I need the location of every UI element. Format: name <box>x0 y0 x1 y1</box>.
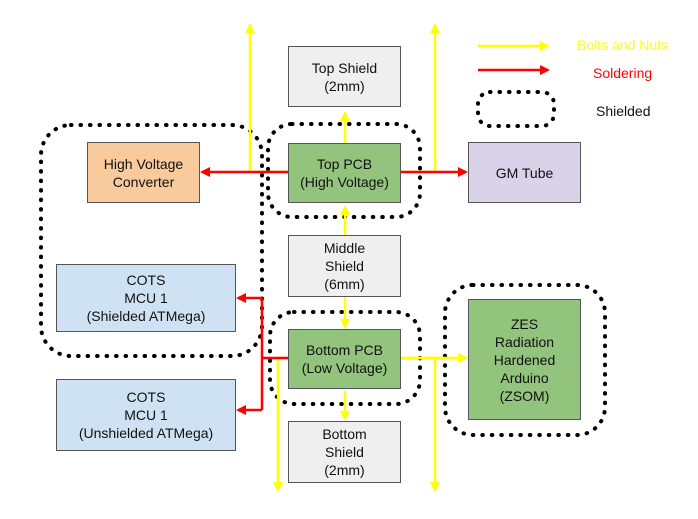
top-pcb-label: Top PCB (High Voltage) <box>300 156 389 190</box>
mcu-shielded-label: COTS MCU 1 (Shielded ATMega) <box>86 272 206 324</box>
middle-shield-label: Middle Shield (6mm) <box>323 240 366 292</box>
shield-region-left <box>39 123 264 358</box>
zes-label: ZES Radiation Hardened Arduino (ZSOM) <box>493 315 556 404</box>
hv-converter-box: High Voltage Converter <box>87 142 200 203</box>
gm-tube-label: GM Tube <box>495 164 554 181</box>
mcu-unshielded-label: COTS MCU 1 (Unshielded ATMega) <box>78 389 214 441</box>
top-shield-box: Top Shield (2mm) <box>288 46 401 107</box>
mcu-unshielded-box: COTS MCU 1 (Unshielded ATMega) <box>56 379 236 451</box>
middle-shield-box: Middle Shield (6mm) <box>288 235 401 297</box>
bottom-shield-label: Bottom Shield (2mm) <box>322 426 367 478</box>
zes-box: ZES Radiation Hardened Arduino (ZSOM) <box>468 299 581 420</box>
hv-converter-label: High Voltage Converter <box>103 155 184 190</box>
mcu-shielded-box: COTS MCU 1 (Shielded ATMega) <box>56 264 236 332</box>
top-pcb-box: Top PCB (High Voltage) <box>288 143 401 203</box>
bottom-pcb-label: Bottom PCB (Low Voltage) <box>301 342 388 376</box>
top-shield-label: Top Shield (2mm) <box>311 59 378 94</box>
legend-shielded-label: Shielded <box>596 103 651 119</box>
bottom-pcb-box: Bottom PCB (Low Voltage) <box>288 329 401 389</box>
legend-shielded-swatch <box>476 90 556 128</box>
bottom-shield-box: Bottom Shield (2mm) <box>288 421 401 483</box>
gm-tube-box: GM Tube <box>468 142 581 203</box>
legend-bolts-label: Bolts and Nuts <box>577 37 669 53</box>
legend-solder-label: Soldering <box>593 65 653 81</box>
